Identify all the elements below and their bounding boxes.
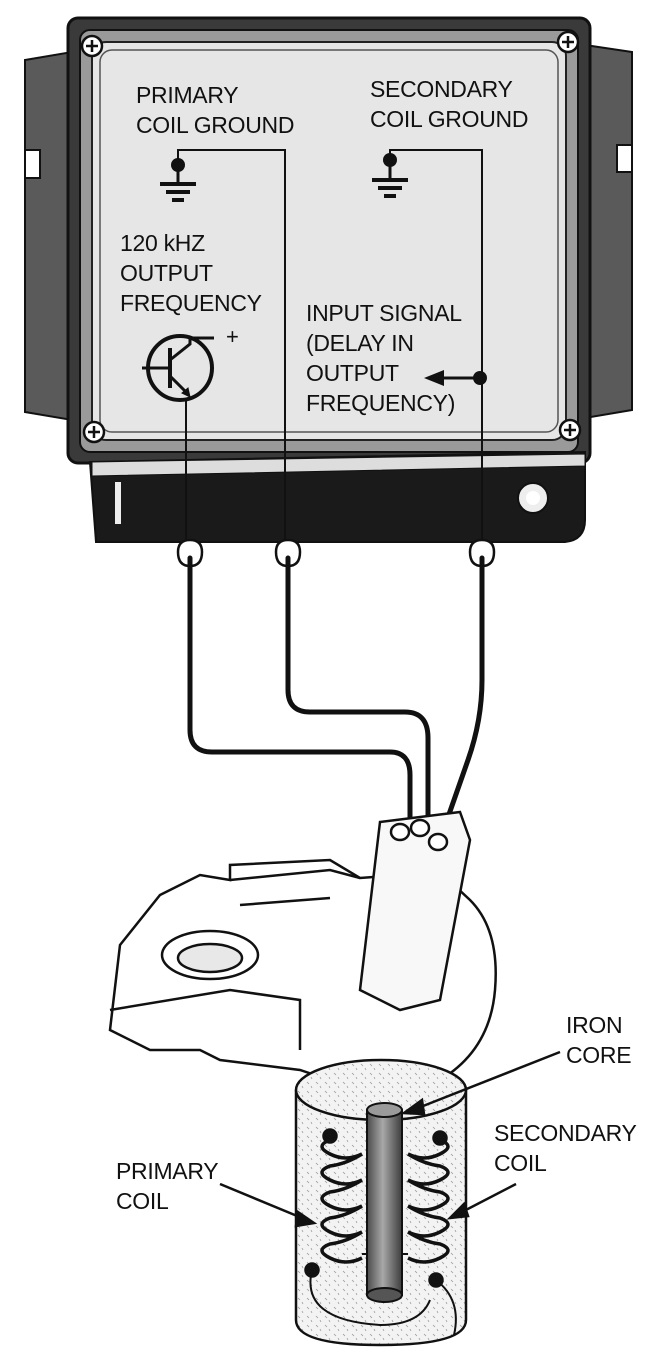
connector-socket [274,538,302,568]
primary-coil [304,1128,431,1327]
connector-socket [468,538,496,568]
mounting-screw-icon [556,30,580,54]
iron-core-label: IRON CORE [566,1012,632,1068]
secondary-coil-ground-label: SECONDARY COIL GROUND [370,76,529,132]
mounting-screw-icon [80,34,104,58]
connector-socket [176,538,204,568]
ground-symbol-icon [160,158,196,202]
transistor-polarity-label: + [226,324,239,349]
iron-core [366,1102,403,1303]
secondary-coil-label: SECONDARY COIL [494,1120,637,1176]
npn-transistor-icon [142,334,214,402]
internal-wiring [177,149,483,545]
mounting-screw-icon [558,418,582,442]
output-frequency-label: 120 kHZ OUTPUT FREQUENCY [120,230,262,316]
sensor-connector-block [358,810,472,1012]
arrow-left-icon [424,370,487,386]
callout-leaders [219,1050,561,1228]
module-side-bracket-left [24,50,73,422]
input-signal-label: INPUT SIGNAL (DELAY IN OUTPUT FREQUENCY) [306,300,462,416]
primary-coil-label: PRIMARY COIL [116,1158,219,1214]
primary-coil-ground-label: PRIMARY COIL GROUND [136,82,295,138]
connector-strip [88,450,586,543]
mounting-screw-icon [82,420,106,444]
secondary-coil [402,1130,457,1336]
module-side-bracket-right [584,43,633,420]
